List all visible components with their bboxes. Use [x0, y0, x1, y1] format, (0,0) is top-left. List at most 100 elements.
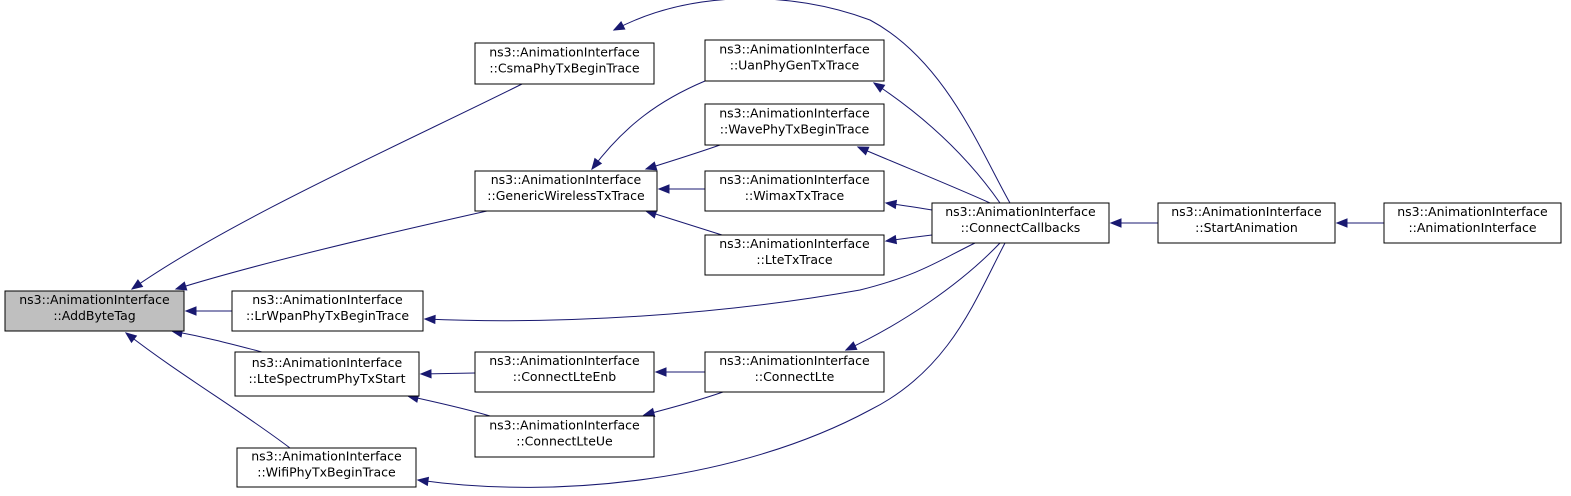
arrowhead-icon — [654, 367, 667, 377]
node-WavePhyTxBeginTrace[interactable]: ns3::AnimationInterface::WavePhyTxBeginT… — [704, 103, 885, 146]
node-CsmaPhyTxBeginTrace[interactable]: ns3::AnimationInterface::CsmaPhyTxBeginT… — [474, 42, 655, 85]
node-box[interactable] — [231, 290, 424, 332]
arrowhead-icon — [884, 234, 898, 245]
edge-ConnectCallbacks-to-LteTxTrace — [884, 234, 933, 245]
edge-StartAnimation-to-ConnectCallbacks — [1109, 218, 1158, 228]
arrowhead-icon — [856, 146, 870, 156]
node-method-label: ::ConnectLteEnb — [513, 369, 616, 384]
edge-line — [171, 330, 263, 353]
edge-CsmaPhyTxBeginTrace-to-AddByteTag — [130, 83, 523, 290]
node-WifiPhyTxBeginTrace[interactable]: ns3::AnimationInterface::WifiPhyTxBeginT… — [236, 447, 417, 488]
arrowhead-icon — [644, 161, 658, 171]
arrowhead-icon — [612, 21, 626, 31]
node-namespace-label: ns3::AnimationInterface — [489, 45, 640, 60]
edge-LteTxTrace-to-GenericWirelessTxTrace — [644, 209, 723, 236]
edge-line — [125, 332, 291, 449]
node-LteTxTrace[interactable]: ns3::AnimationInterface::LteTxTrace — [704, 234, 885, 276]
edge-LteSpectrumPhyTxStart-to-AddByteTag — [170, 328, 263, 353]
node-method-label: ::UanPhyGenTxTrace — [730, 58, 860, 73]
arrowhead-icon — [591, 157, 603, 171]
node-method-label: ::CsmaPhyTxBeginTrace — [489, 61, 639, 76]
node-LteSpectrumPhyTxStart[interactable]: ns3::AnimationInterface::LteSpectrumPhyT… — [234, 351, 420, 397]
edge-line — [857, 146, 991, 204]
node-namespace-label: ns3::AnimationInterface — [719, 172, 870, 187]
edge-ConnectCallbacks-to-ConnectLte — [844, 242, 1001, 351]
node-method-label: ::ConnectLteUe — [516, 434, 613, 449]
arrowhead-icon — [416, 476, 430, 487]
node-namespace-label: ns3::AnimationInterface — [251, 449, 402, 464]
edge-ConnectLte-to-ConnectLteEnb — [654, 367, 705, 377]
edge-line — [131, 83, 523, 290]
node-AddByteTag[interactable]: ns3::AnimationInterface::AddByteTag — [4, 290, 185, 332]
node-method-label: ::LteTxTrace — [756, 252, 832, 267]
edge-line — [591, 80, 706, 170]
arrowhead-icon — [1335, 218, 1348, 228]
node-box[interactable] — [931, 202, 1110, 244]
node-box[interactable] — [1157, 202, 1336, 244]
edge-WifiPhyTxBeginTrace-to-AddByteTag — [124, 332, 291, 449]
edge-ConnectCallbacks-to-UanPhyGenTxTrace — [872, 82, 1001, 204]
node-UanPhyGenTxTrace[interactable]: ns3::AnimationInterface::UanPhyGenTxTrac… — [704, 39, 885, 82]
node-namespace-label: ns3::AnimationInterface — [491, 172, 642, 187]
node-method-label: ::AddByteTag — [53, 308, 135, 323]
arrowhead-icon — [423, 314, 436, 325]
node-AnimationInterface[interactable]: ns3::AnimationInterface::AnimationInterf… — [1383, 202, 1562, 244]
node-method-label: ::AnimationInterface — [1408, 220, 1536, 235]
node-namespace-label: ns3::AnimationInterface — [252, 292, 403, 307]
node-box[interactable] — [704, 39, 885, 82]
node-box[interactable] — [704, 351, 885, 393]
node-namespace-label: ns3::AnimationInterface — [719, 106, 870, 121]
node-box[interactable] — [236, 447, 417, 488]
node-box[interactable] — [474, 351, 655, 393]
node-ConnectLteEnb[interactable]: ns3::AnimationInterface::ConnectLteEnb — [474, 351, 655, 393]
node-namespace-label: ns3::AnimationInterface — [252, 355, 403, 370]
node-box[interactable] — [234, 351, 420, 397]
node-namespace-label: ns3::AnimationInterface — [1397, 204, 1548, 219]
edge-ConnectLteEnb-to-LteSpectrumPhyTxStart — [419, 369, 476, 379]
node-box[interactable] — [474, 170, 658, 212]
node-box[interactable] — [1383, 202, 1562, 244]
node-method-label: ::ConnectCallbacks — [961, 220, 1081, 235]
arrowhead-icon — [844, 341, 858, 351]
node-method-label: ::WavePhyTxBeginTrace — [720, 122, 870, 137]
edge-UanPhyGenTxTrace-to-GenericWirelessTxTrace — [591, 80, 706, 171]
node-method-label: ::WimaxTxTrace — [745, 188, 845, 203]
node-box[interactable] — [474, 42, 655, 85]
node-namespace-label: ns3::AnimationInterface — [489, 418, 640, 433]
node-box[interactable] — [704, 170, 885, 212]
node-ConnectLteUe[interactable]: ns3::AnimationInterface::ConnectLteUe — [474, 415, 655, 458]
node-method-label: ::LteSpectrumPhyTxStart — [249, 371, 406, 386]
node-namespace-label: ns3::AnimationInterface — [719, 353, 870, 368]
edge-ConnectCallbacks-to-CsmaPhyTxBeginTrace — [612, 0, 1011, 204]
node-box[interactable] — [704, 103, 885, 146]
arrowhead-icon — [419, 369, 432, 379]
edge-line — [645, 144, 721, 170]
edge-WimaxTxTrace-to-GenericWirelessTxTrace — [657, 184, 705, 194]
edge-line — [643, 391, 724, 416]
edge-line — [873, 82, 1001, 204]
node-namespace-label: ns3::AnimationInterface — [719, 236, 870, 251]
edge-ConnectCallbacks-to-LrWpanPhyTxBeginTrace — [423, 242, 976, 325]
edge-line — [175, 210, 488, 290]
node-ConnectLte[interactable]: ns3::AnimationInterface::ConnectLte — [704, 351, 885, 393]
node-namespace-label: ns3::AnimationInterface — [19, 292, 170, 307]
arrowhead-icon — [130, 279, 144, 290]
edge-line — [845, 242, 1001, 351]
node-box[interactable] — [704, 234, 885, 276]
node-StartAnimation[interactable]: ns3::AnimationInterface::StartAnimation — [1157, 202, 1336, 244]
edge-ConnectCallbacks-to-WavePhyTxBeginTrace — [856, 146, 991, 204]
edge-ConnectCallbacks-to-WimaxTxTrace — [884, 199, 933, 211]
arrowhead-icon — [872, 82, 886, 93]
arrowhead-icon — [657, 184, 670, 194]
node-LrWpanPhyTxBeginTrace[interactable]: ns3::AnimationInterface::LrWpanPhyTxBegi… — [231, 290, 424, 332]
nodes-layer: ns3::AnimationInterface::AddByteTagns3::… — [4, 39, 1562, 488]
node-box[interactable] — [474, 415, 655, 458]
edge-ConnectLte-to-ConnectLteUe — [642, 391, 724, 417]
node-method-label: ::ConnectLte — [755, 369, 835, 384]
edge-GenericWirelessTxTrace-to-AddByteTag — [174, 210, 488, 291]
node-ConnectCallbacks[interactable]: ns3::AnimationInterface::ConnectCallback… — [931, 202, 1110, 244]
node-WimaxTxTrace[interactable]: ns3::AnimationInterface::WimaxTxTrace — [704, 170, 885, 212]
arrowhead-icon — [642, 407, 656, 417]
node-box[interactable] — [4, 290, 185, 332]
node-GenericWirelessTxTrace[interactable]: ns3::AnimationInterface::GenericWireless… — [474, 170, 658, 212]
